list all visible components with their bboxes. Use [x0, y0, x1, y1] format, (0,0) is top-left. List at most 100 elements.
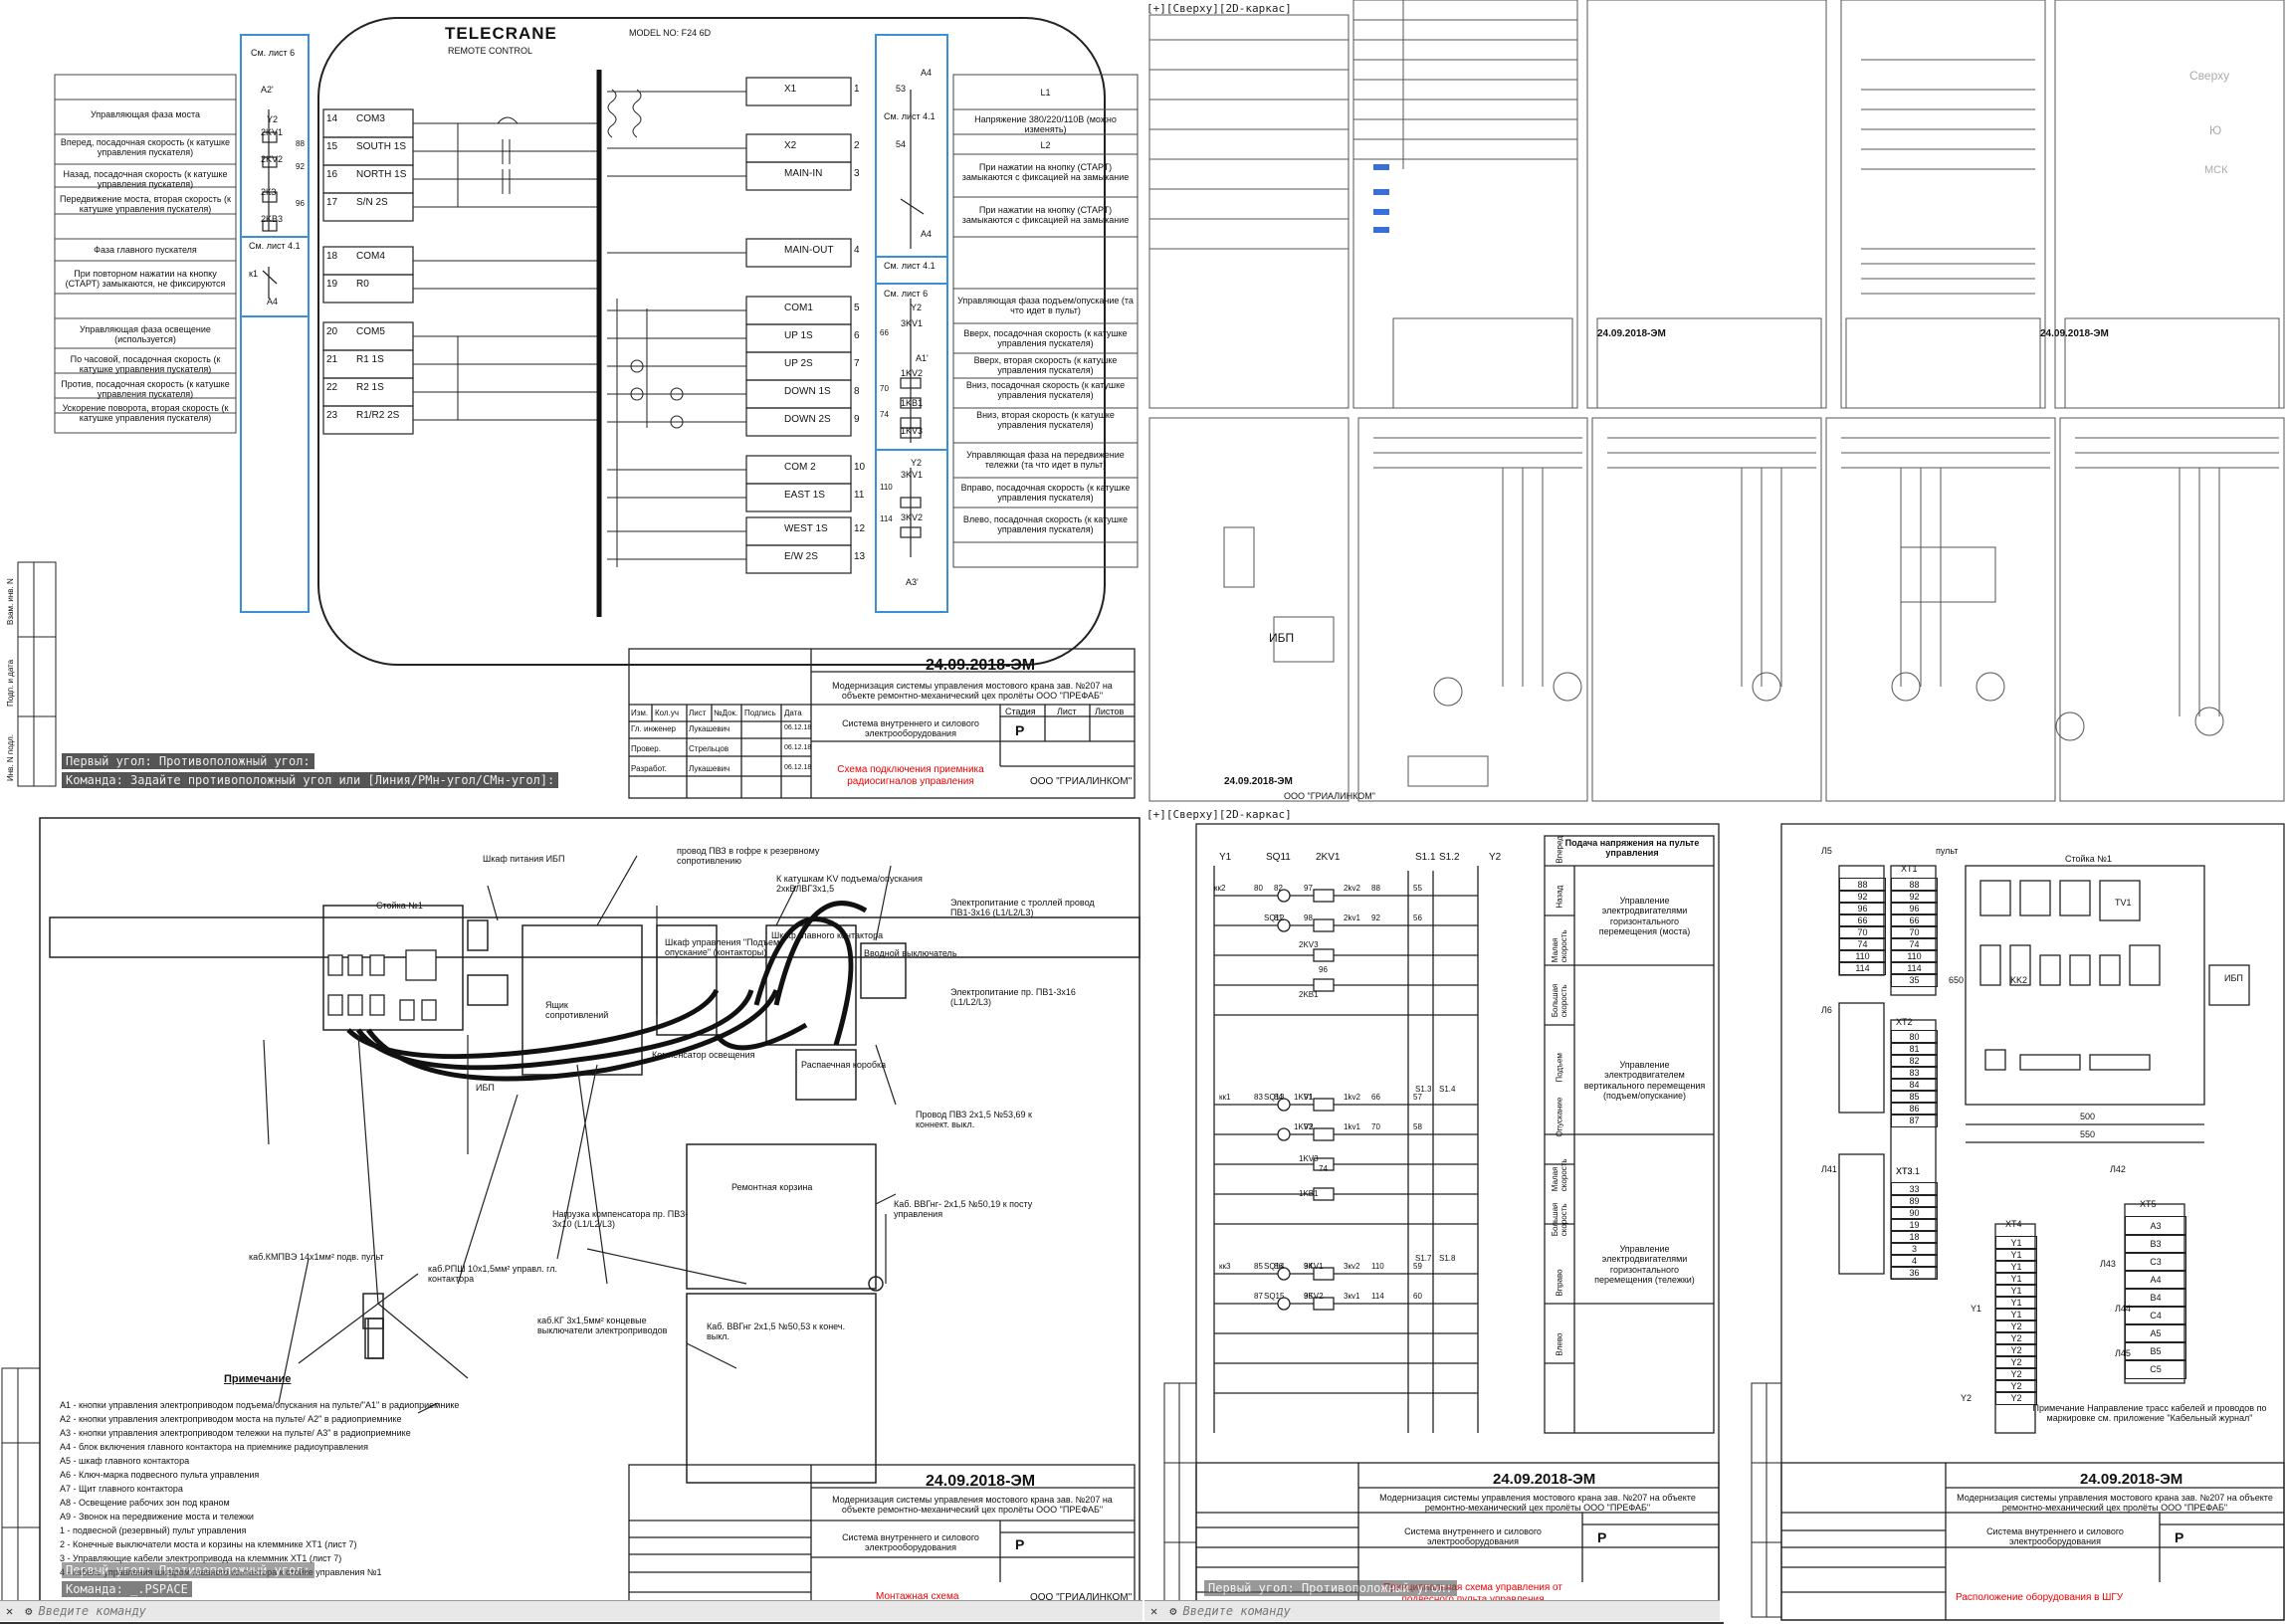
left-row-text: Управляющая фаза освещение (используется… — [80, 324, 211, 345]
bl-sheet-title: Монтажная схема — [876, 1591, 959, 1602]
terminal-number: 21 — [326, 354, 338, 365]
top-label: Y1 — [1219, 852, 1232, 863]
terminal-name: COM4 — [356, 251, 385, 262]
viewport-top-left[interactable]: TELECRANE REMOTE CONTROL MODEL NO: F24 6… — [0, 0, 1146, 808]
side-label: Подп. и дата — [6, 659, 15, 707]
box-label: 3KV1 — [901, 318, 924, 328]
close-icon[interactable]: ✕ — [6, 1604, 14, 1618]
close-icon[interactable]: ✕ — [1150, 1604, 1158, 1618]
viewport-top-right[interactable]: [+][Сверху][2D-каркас] — [1144, 0, 2287, 806]
layout-label: Y2 — [1961, 1393, 1973, 1403]
terminal-cell: 66 — [1839, 914, 1886, 927]
terminal-cell: 18 — [1891, 1230, 1938, 1244]
terminal-cell: 74 — [1839, 937, 1886, 951]
column-label: Опускание — [1555, 1097, 1564, 1137]
terminal-name: COM 2 — [784, 462, 816, 473]
viewport-bottom-right[interactable]: [+][Сверху][2D-каркас] — [1144, 806, 1724, 1624]
left-row-text: При повторном нажатии на кнопку (СТАРТ) … — [65, 269, 226, 290]
contact-label: SQ15 — [1264, 1292, 1285, 1301]
note-line: A8 - Освещение рабочих зон под краном — [60, 1498, 230, 1508]
terminal-number: 10 — [854, 462, 866, 473]
terminal-number: 7 — [854, 358, 860, 369]
fr-stage: Р — [2175, 1529, 2184, 1545]
terminal-cell: 110 — [1839, 949, 1886, 963]
terminal-cell: 66 — [1891, 914, 1938, 927]
box-label: A4 — [921, 229, 933, 239]
contact-label: 1kv2 — [1344, 1093, 1360, 1102]
terminal-name: R0 — [356, 279, 369, 290]
terminal-name: WEST 1S — [784, 523, 828, 534]
terminal-name: EAST 1S — [784, 490, 825, 501]
command-input[interactable]: Введите команду — [1182, 1604, 1291, 1618]
terminal-number: 5 — [854, 303, 860, 313]
nav-cube-south[interactable]: Ю — [2209, 123, 2222, 137]
terminal-number: 4 — [854, 245, 860, 256]
mounting-label: Распаечная коробка — [801, 1060, 887, 1070]
br-stage: Р — [1597, 1529, 1607, 1545]
wrench-icon[interactable]: ⚙ — [25, 1604, 33, 1618]
layout-label: XT3 — [1896, 1166, 1913, 1176]
terminal-number: 15 — [326, 141, 338, 152]
fr-project-title: Модернизация системы управления мостовог… — [1957, 1493, 2273, 1514]
terminal-cell: A4 — [2125, 1270, 2186, 1290]
command-input[interactable]: Введите команду — [38, 1604, 146, 1618]
control-schematic — [1163, 823, 1720, 1621]
brand-title: TELECRANE — [445, 24, 557, 43]
contact-label: 56 — [1413, 914, 1422, 922]
br-command-line[interactable]: ✕ ⚙ Введите команду — [1144, 1600, 1720, 1621]
terminal-cell: 90 — [1891, 1206, 1938, 1220]
left-row-text: Вперед, посадочная скорость (к катушке у… — [60, 137, 231, 158]
right-row-text: Управляющая фаза подъем/опускание (та чт… — [957, 296, 1134, 316]
layout-label: ИБП — [2224, 973, 2243, 983]
column-label: Вправо — [1555, 1269, 1564, 1297]
terminal-cell: Y1 — [1995, 1296, 2037, 1310]
terminal-number: 2 — [854, 140, 860, 151]
terminal-cell: Y2 — [1995, 1343, 2037, 1357]
layout-label: 650 — [1949, 975, 1965, 985]
layout-label: Л6 — [1821, 1005, 1832, 1015]
contact-label: 82 — [1274, 884, 1283, 893]
box-label: Y2 — [267, 114, 279, 124]
contact-label: 1KV2 — [1294, 1122, 1314, 1131]
group-label: Управление электродвигателями горизонтал… — [1594, 1244, 1695, 1286]
terminal-cell: C5 — [2125, 1359, 2186, 1379]
terminal-cell: 92 — [1839, 890, 1886, 904]
contact-label: 91 — [1304, 1093, 1313, 1102]
nav-cube-ucs[interactable]: МСК — [2204, 164, 2228, 176]
terminal-name: UP 2S — [784, 358, 813, 369]
mounting-diagram — [1, 817, 1141, 1620]
contact-label: S1.4 — [1439, 1085, 1456, 1094]
stamp-name: Лукашевич — [689, 764, 730, 773]
column-label: Малая скорость — [1550, 1158, 1568, 1192]
terminal-cell: 3 — [1891, 1242, 1938, 1256]
note-line: A3 - кнопки управления электроприводом т… — [60, 1428, 411, 1438]
stamp-name: Лукашевич — [689, 724, 730, 733]
box-label: 2KV1 — [261, 127, 284, 137]
layout-label: XT2 — [1896, 1017, 1913, 1027]
viewport-label-top[interactable]: [+][Сверху][2D-каркас] — [1146, 2, 1292, 15]
sheet-code: 24.09.2018-ЭМ — [926, 657, 1036, 674]
contact-label: 81 — [1274, 914, 1283, 922]
viewport-label-bottom[interactable]: [+][Сверху][2D-каркас] — [1146, 808, 1292, 821]
bl-command-line[interactable]: ✕ ⚙ Введите команду — [0, 1600, 1143, 1621]
contact-label: 110 — [1371, 1262, 1384, 1271]
stamp-date: 06.12.18 — [784, 744, 812, 751]
wire-number: 114 — [880, 514, 893, 523]
right-row-text: Вверх, посадочная скорость (к катушке уп… — [963, 328, 1128, 349]
layout-label: Стойка №1 — [2065, 854, 2112, 864]
terminal-cell: 35 — [1891, 973, 1938, 987]
top-label: S1.2 — [1439, 852, 1460, 863]
wrench-icon[interactable]: ⚙ — [1169, 1604, 1177, 1618]
terminal-number: 14 — [326, 113, 338, 124]
contact-label: 95 — [1304, 1292, 1313, 1301]
terminal-cell: Y1 — [1995, 1236, 2037, 1250]
contact-label: 84 — [1274, 1093, 1283, 1102]
terminal-cell: 85 — [1891, 1090, 1938, 1104]
contact-label: 1KB1 — [1299, 1189, 1319, 1198]
terminal-name: NORTH 1S — [356, 169, 407, 180]
side-label: Взам. инв. N — [6, 578, 15, 625]
nav-cube-top[interactable]: Сверху — [2189, 69, 2230, 83]
right-row-text: При нажатии на кнопку (СТАРТ) замыкаются… — [961, 205, 1130, 226]
